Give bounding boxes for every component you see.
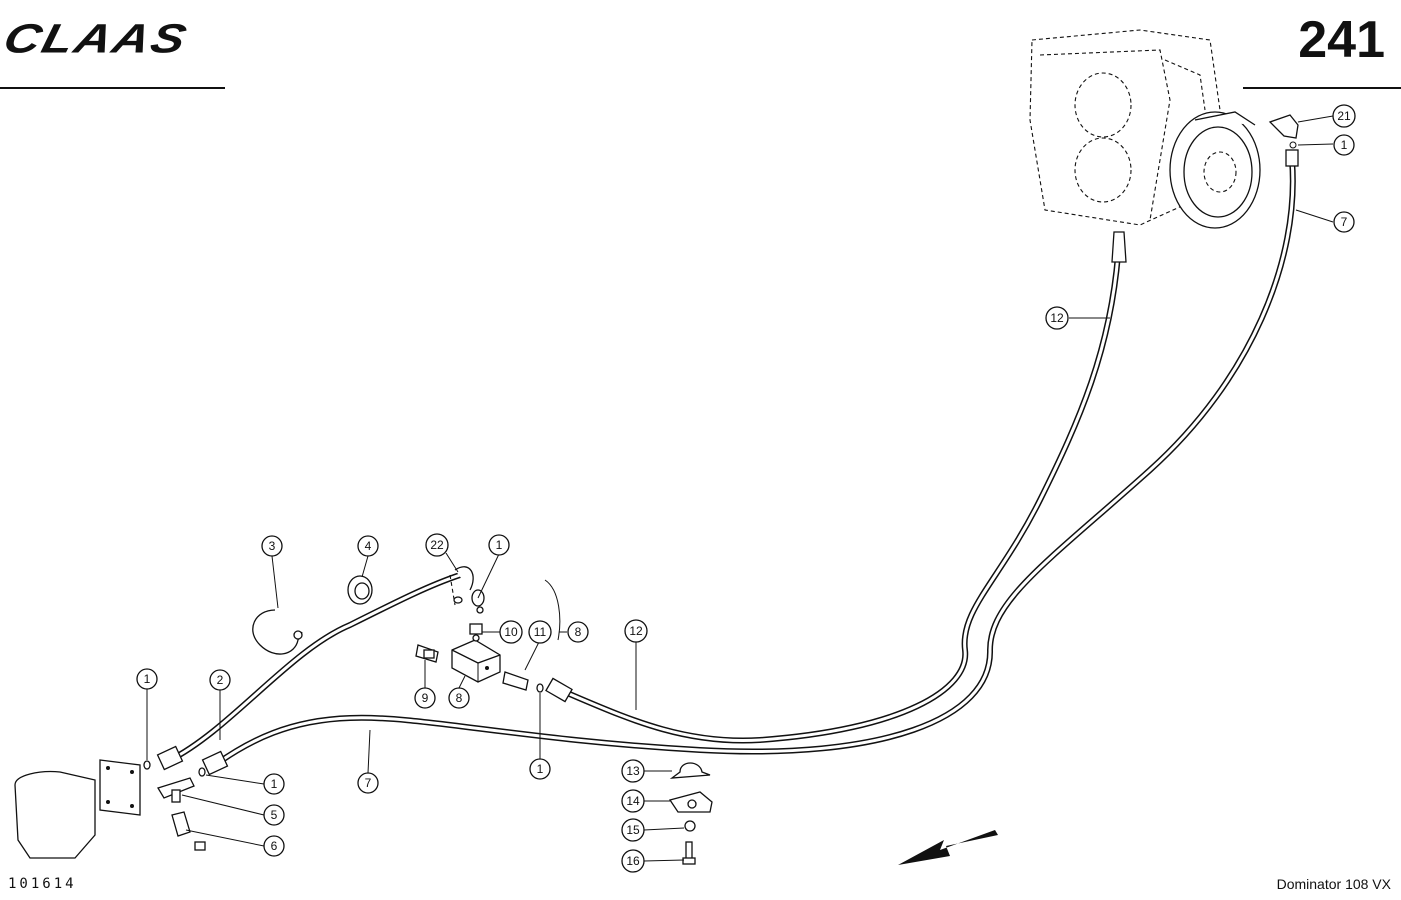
callout-6: 6 [263, 835, 285, 857]
callout-15: 15 [621, 818, 645, 842]
callout-label: 11 [534, 625, 547, 639]
valve-block-8 [451, 639, 501, 683]
callout-7-a: 7 [357, 772, 379, 794]
callout-label: 22 [430, 538, 444, 552]
callout-label: 4 [365, 539, 372, 553]
callout-label: 21 [1337, 109, 1351, 123]
clamp-14 [668, 791, 713, 813]
model-name: Dominator 108 VX [1276, 876, 1391, 892]
callout-1-d: 1 [263, 773, 285, 795]
callout-label: 7 [1341, 215, 1348, 229]
callout-8-a: 8 [567, 621, 589, 643]
vent-22 [449, 574, 485, 607]
callout-14: 14 [621, 789, 645, 813]
callout-3: 3 [261, 535, 283, 557]
page-number: 241 [1298, 11, 1385, 69]
callout-16: 16 [621, 849, 645, 873]
callout-label: 15 [626, 823, 640, 837]
nut-15 [684, 820, 696, 832]
adapter-6 [171, 811, 206, 851]
clamp-13 [669, 762, 711, 779]
callout-label: 1 [537, 762, 544, 776]
clip-3-eye [293, 630, 303, 640]
callout-1-c: 1 [136, 668, 158, 690]
callout-label: 8 [456, 691, 463, 705]
callout-1-b: 1 [529, 758, 551, 780]
callout-9: 9 [414, 687, 436, 709]
callout-label: 12 [629, 624, 643, 638]
hose-7 [201, 149, 1299, 776]
callout-13: 13 [621, 759, 645, 783]
pressure-switch-9 [415, 644, 439, 663]
callout-2: 2 [209, 669, 231, 691]
callout-label: 8 [575, 625, 582, 639]
callout-1-e: 1 [1333, 134, 1355, 156]
hose-12-fitting [545, 677, 573, 703]
callout-label: 7 [365, 776, 372, 790]
bracket-8 [544, 579, 561, 641]
callout-label: 13 [626, 764, 640, 778]
callout-5: 5 [263, 804, 285, 826]
callout-10: 10 [499, 620, 523, 644]
hose-2 [156, 566, 474, 771]
callout-label: 3 [269, 539, 276, 553]
callout-8-b: 8 [448, 687, 470, 709]
callout-label: 1 [144, 672, 151, 686]
leader-lines [146, 115, 1334, 862]
tee-fitting-5 [157, 777, 195, 803]
callout-11: 11 [528, 620, 552, 644]
callout-label: 14 [626, 794, 640, 808]
clip-3 [252, 609, 303, 655]
callout-label: 1 [496, 538, 503, 552]
callout-label: 9 [422, 691, 429, 705]
callout-label: 2 [217, 673, 224, 687]
callout-label: 6 [271, 839, 278, 853]
callout-12-b: 12 [1045, 306, 1069, 330]
pressure-switch-11 [502, 671, 529, 691]
direction-arrow [898, 830, 998, 865]
callout-label: 12 [1050, 311, 1064, 325]
callout-22: 22 [425, 533, 449, 557]
callout-4: 4 [357, 535, 379, 557]
drawing-id: 101614 [8, 876, 77, 892]
left-pump-unit [14, 759, 141, 859]
callout-7-b: 7 [1333, 211, 1355, 233]
grommet-4 [347, 575, 373, 605]
bolt-16 [682, 841, 696, 865]
elbow-fitting-21 [1268, 114, 1299, 149]
callout-21: 21 [1332, 104, 1356, 128]
pulley [1169, 111, 1261, 229]
o-rings [143, 606, 544, 777]
callout-label: 1 [271, 777, 278, 791]
callout-1-a: 1 [488, 534, 510, 556]
callout-label: 5 [271, 808, 278, 822]
callout-label: 1 [1341, 138, 1348, 152]
fitting-10 [469, 623, 483, 642]
callout-label: 16 [626, 854, 640, 868]
callout-12-a: 12 [624, 619, 648, 643]
callout-label: 10 [504, 625, 518, 639]
hose-12 [557, 231, 1127, 744]
